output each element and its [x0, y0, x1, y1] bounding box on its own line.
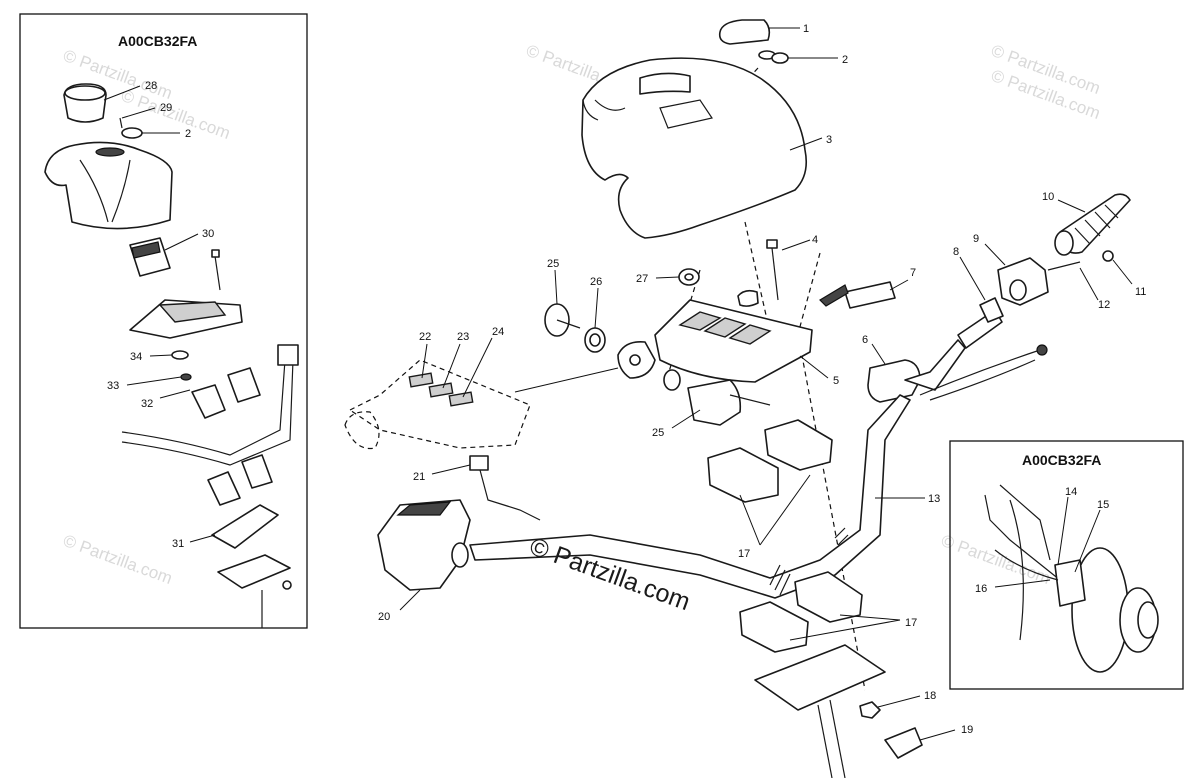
callout-20: 20 [378, 611, 390, 623]
callout-14: 14 [1065, 486, 1077, 498]
callout-13: 13 [928, 493, 940, 505]
callout-8: 8 [953, 246, 959, 258]
callout-2-inset: 2 [185, 128, 191, 140]
callout-12: 12 [1098, 299, 1110, 311]
left-inset: A00CB32FA [19, 13, 308, 629]
part-17-clamp [739, 601, 809, 653]
callout-25: 25 [547, 258, 559, 270]
inset-lower-cover [44, 141, 173, 230]
callout-21: 21 [413, 471, 425, 483]
watermark: © Partzilla.com [939, 531, 1053, 588]
caliper [1054, 559, 1086, 607]
callout-29: 29 [160, 102, 172, 114]
right-inset-frame [949, 440, 1184, 690]
callout-19: 19 [961, 724, 973, 736]
callout-4: 4 [812, 234, 818, 246]
callout-16: 16 [975, 583, 987, 595]
callout-25: 25 [652, 427, 664, 439]
main-diagram: © Partzilla.com 1 2 3 4 5 6 7 8 9 10 11 … [344, 19, 1146, 778]
part-19-clip [884, 727, 923, 759]
part-18-nut [859, 701, 881, 719]
callout-15: 15 [1097, 499, 1109, 511]
right-inset: A00CB32FA 14 15 16 [949, 440, 1184, 690]
callout-9: 9 [973, 233, 979, 245]
part-4-bolt [771, 247, 779, 301]
part-17-clamp [794, 571, 863, 623]
callout-5: 5 [833, 375, 839, 387]
part-6-master-cylinder [867, 359, 921, 403]
callout-6: 6 [862, 334, 868, 346]
callout-31: 31 [172, 538, 184, 550]
inset-mount-31 [211, 504, 279, 549]
callout-22: 22 [419, 331, 431, 343]
switch-panel-outline [348, 359, 531, 449]
callout-27: 27 [636, 273, 648, 285]
watermark: © Partzilla.com [61, 531, 175, 588]
callout-7: 7 [910, 267, 916, 279]
part-12-screw [1047, 261, 1081, 271]
part-17-clamp [707, 447, 779, 503]
part-24-switch [448, 391, 474, 407]
callout-18: 18 [924, 690, 936, 702]
part-21-connector [469, 455, 489, 471]
base-plate [754, 644, 886, 711]
part-7-switch [844, 281, 896, 309]
callout-33: 33 [107, 380, 119, 392]
callout-23: 23 [457, 331, 469, 343]
part-23-switch [428, 382, 454, 398]
callout-11: 11 [1135, 286, 1146, 298]
callout-30: 30 [202, 228, 214, 240]
callout-28: 28 [145, 80, 157, 92]
callout-3: 3 [826, 134, 832, 146]
callout-17: 17 [738, 548, 750, 560]
callout-34: 34 [130, 351, 142, 363]
right-inset-title: A00CB32FA [1022, 452, 1101, 468]
left-inset-frame [19, 13, 308, 629]
callout-26: 26 [590, 276, 602, 288]
left-inset-title: A00CB32FA [118, 33, 197, 49]
part-17-clamp [764, 419, 833, 471]
callout-10: 10 [1042, 191, 1054, 203]
part-5-bracket [654, 299, 813, 383]
part-3-cover [581, 57, 808, 239]
callout-2: 2 [842, 54, 848, 66]
callout-1: 1 [803, 23, 809, 35]
callout-24: 24 [492, 326, 504, 338]
part-8 [979, 297, 1004, 323]
part-11-nut [1102, 250, 1114, 262]
callout-17: 17 [905, 617, 917, 629]
part-25-ignition [687, 379, 742, 426]
inset-handlebar [121, 359, 286, 456]
callout-32: 32 [141, 398, 153, 410]
part-22-switch [408, 372, 434, 388]
part-1-pad [718, 19, 771, 45]
part-13-handlebar [469, 394, 911, 599]
